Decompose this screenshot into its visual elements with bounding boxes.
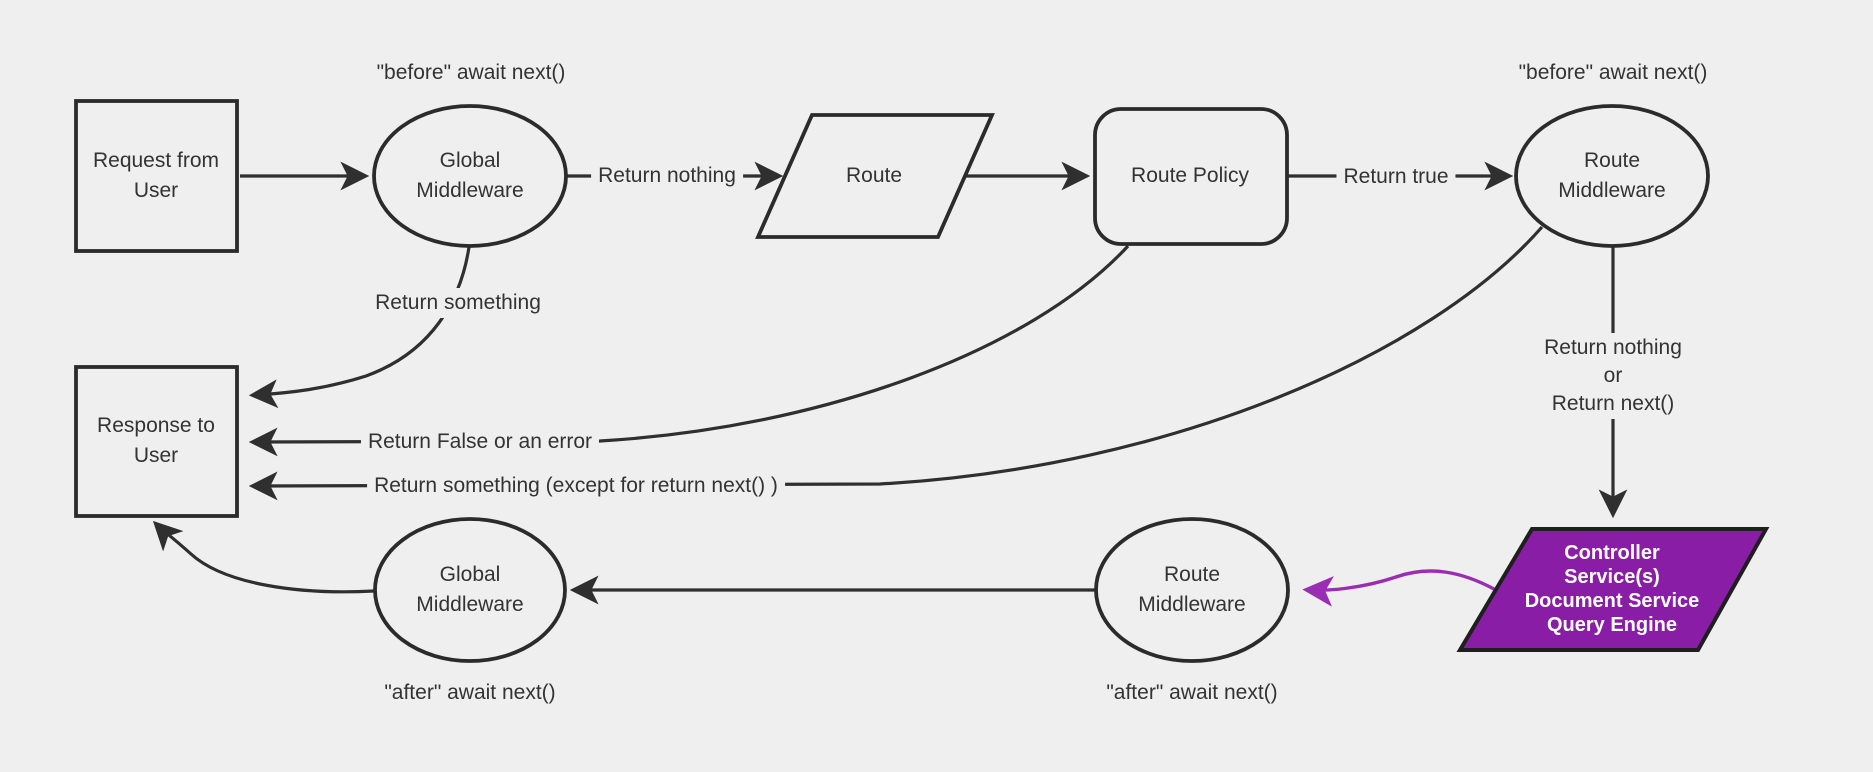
return-nothing-or-next-label: Return nothing or Return next() (1537, 333, 1689, 419)
global-middleware-bottom-label: Global Middleware (416, 563, 524, 616)
route-middleware-top-node (1514, 104, 1710, 248)
return-something-except-label: Return something (except for return next… (367, 471, 785, 501)
route-label: Route (845, 164, 903, 187)
controller-services-label: Controller Service(s) Document Service Q… (1524, 542, 1700, 636)
edge-global-middleware2-to-response (152, 520, 375, 594)
route-node (755, 113, 995, 239)
response-to-user-node (74, 365, 239, 518)
route-middleware-bottom-label: Route Middleware (1138, 563, 1246, 616)
edge-route-policy-to-response (248, 244, 1130, 457)
global-middleware-bottom-node (373, 517, 567, 663)
request-from-user-node (74, 99, 239, 253)
return-true-label: Return true (1336, 162, 1456, 192)
global-middleware-top-label: Global Middleware (416, 149, 524, 202)
response-to-user-label: Response to User (97, 414, 215, 467)
before-await-next-label-right: "before" await next() (1518, 61, 1708, 84)
global-middleware-top-node (372, 104, 568, 248)
route-policy-node (1093, 107, 1289, 246)
route-middleware-bottom-node (1094, 517, 1290, 663)
request-from-user-label: Request from User (92, 149, 220, 202)
route-policy-label: Route Policy (1131, 164, 1249, 187)
after-await-next-label-right: "after" await next() (1106, 681, 1278, 704)
edge-route-middleware-to-response (248, 225, 1544, 501)
edge-controller-to-route-middleware2 (1302, 569, 1495, 607)
return-nothing-label: Return nothing (591, 161, 743, 191)
controller-services-node (1456, 527, 1770, 652)
route-middleware-top-label: Route Middleware (1558, 149, 1666, 202)
edge-global-middleware-to-response (248, 246, 471, 409)
return-false-or-error-label: Return False or an error (360, 427, 600, 457)
return-something-label: Return something (368, 288, 548, 318)
before-await-next-label-left: "before" await next() (376, 61, 566, 84)
after-await-next-label-left: "after" await next() (384, 681, 556, 704)
